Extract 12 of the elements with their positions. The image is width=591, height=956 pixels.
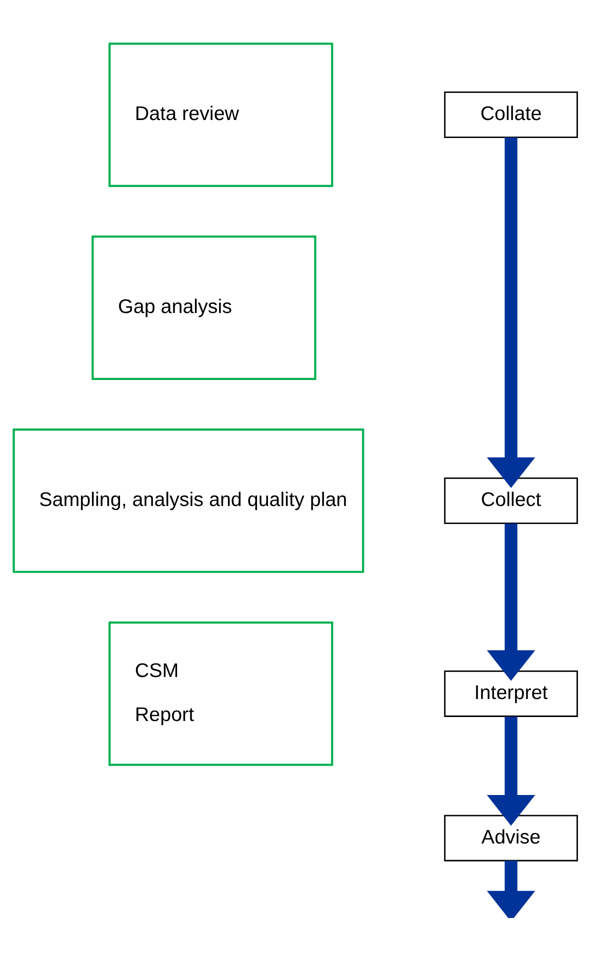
arrow [486, 137, 536, 488]
arrow [486, 524, 536, 681]
node-box: Collect [444, 478, 578, 524]
node-box: CSM Report [108, 622, 334, 766]
node-box: Sampling, analysis and quality plan [12, 428, 364, 573]
arrow [486, 860, 536, 918]
node-box: Collate [444, 92, 578, 138]
node-box: Interpret [444, 670, 578, 717]
node-box: Data review [108, 42, 334, 187]
node-box: Gap analysis [92, 236, 316, 380]
node-box: Advise [444, 814, 578, 862]
arrow [486, 716, 536, 826]
